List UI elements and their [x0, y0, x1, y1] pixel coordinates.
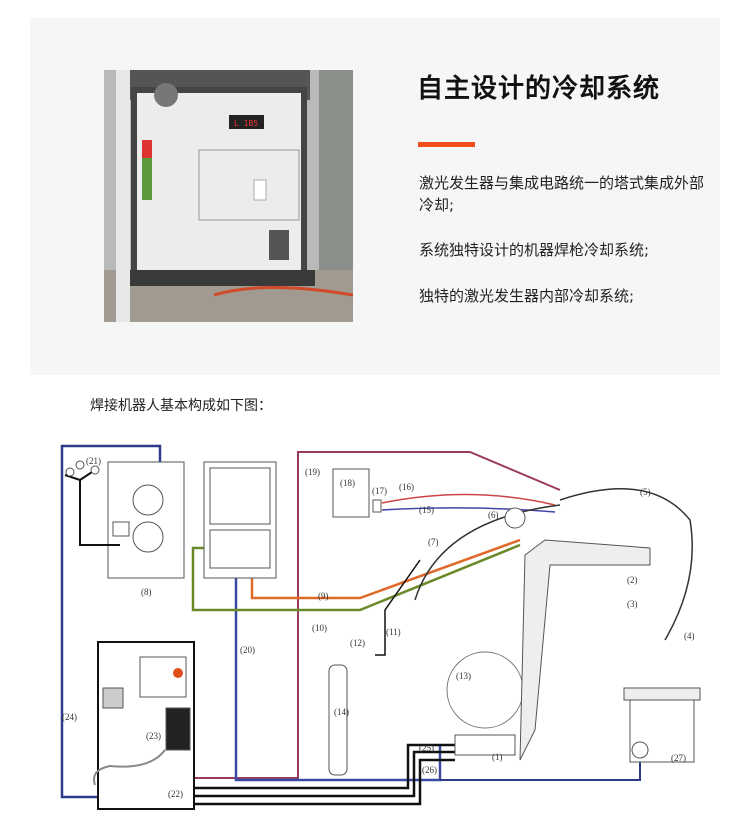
diagram-label-23: (23): [146, 731, 161, 741]
robot-arm: [519, 539, 651, 761]
cable-16: [381, 493, 556, 506]
diagram-label-25: (25): [419, 743, 434, 753]
diagram-label-17: (17): [372, 486, 387, 496]
diagram-label-2: (2): [627, 575, 638, 585]
diagram-label-4: (4): [684, 631, 695, 641]
cable-22-26: [195, 743, 455, 790]
diagram-label-14: (14): [334, 707, 349, 717]
photo-display-readout: L 1B5: [234, 119, 258, 128]
diagram-label-1: (1): [492, 752, 503, 762]
cable-24: [60, 444, 162, 799]
feature-point-2: 系统独特设计的机器焊枪冷却系统;: [419, 241, 650, 259]
diagram-label-8: (8): [141, 587, 152, 597]
diagram-label-19: (19): [305, 467, 320, 477]
cable-19: [195, 451, 561, 779]
accent-bar: [418, 142, 475, 147]
diagram-label-3: (3): [627, 599, 638, 609]
diagram-label-20: (20): [240, 645, 255, 655]
feature-title: 自主设计的冷却系统: [417, 74, 661, 104]
diagram-label-11: (11): [386, 627, 401, 637]
wire-feeder-18: [332, 468, 370, 518]
torch-cable: [559, 488, 693, 641]
gas-cylinder-14: [328, 664, 348, 776]
diagram-label-26: (26): [422, 765, 437, 775]
diagram-label-7: (7): [428, 537, 439, 547]
feature-point-3: 独特的激光发生器内部冷却系统;: [419, 287, 635, 305]
cable-9: [250, 538, 521, 600]
diagram-label-9: (9): [318, 591, 329, 601]
diagram-label-6: (6): [488, 510, 499, 520]
diagram-label-13: (13): [456, 671, 471, 681]
diagram-label-12: (12): [350, 638, 365, 648]
cooling-unit-8: [107, 461, 185, 579]
robot-base-1: [454, 734, 516, 756]
feature-point-1: 激光发生器与集成电路统一的塔式集成外部冷却;: [419, 174, 705, 214]
diagram-label-22: (22): [168, 789, 183, 799]
diagram-label-16: (16): [399, 482, 414, 492]
diagram-label-10: (10): [312, 623, 327, 633]
diagram-label-18: (18): [340, 478, 355, 488]
cable-11: [375, 559, 421, 656]
diagram-label-27: (27): [671, 753, 686, 763]
diagram-label-21: (21): [86, 456, 101, 466]
diagram-caption: 焊接机器人基本构成如下图：: [90, 398, 272, 414]
cable-20: [234, 565, 442, 782]
cooling-unit-photo: L 1B5: [104, 70, 353, 322]
teach-pendant-23: [165, 707, 191, 751]
welding-robot-diagram: (1) (2) (3) (4) (5) (6) (7) (8) (9) (10) (11) (12) (…: [60, 444, 701, 810]
diagram-label-24: (24): [62, 712, 77, 722]
cable-27: [440, 760, 641, 781]
diagram-label-5: (5): [640, 487, 651, 497]
diagram-label-15: (15): [419, 505, 434, 515]
cable-15: [381, 507, 556, 513]
wire-spool-27: [623, 687, 701, 701]
